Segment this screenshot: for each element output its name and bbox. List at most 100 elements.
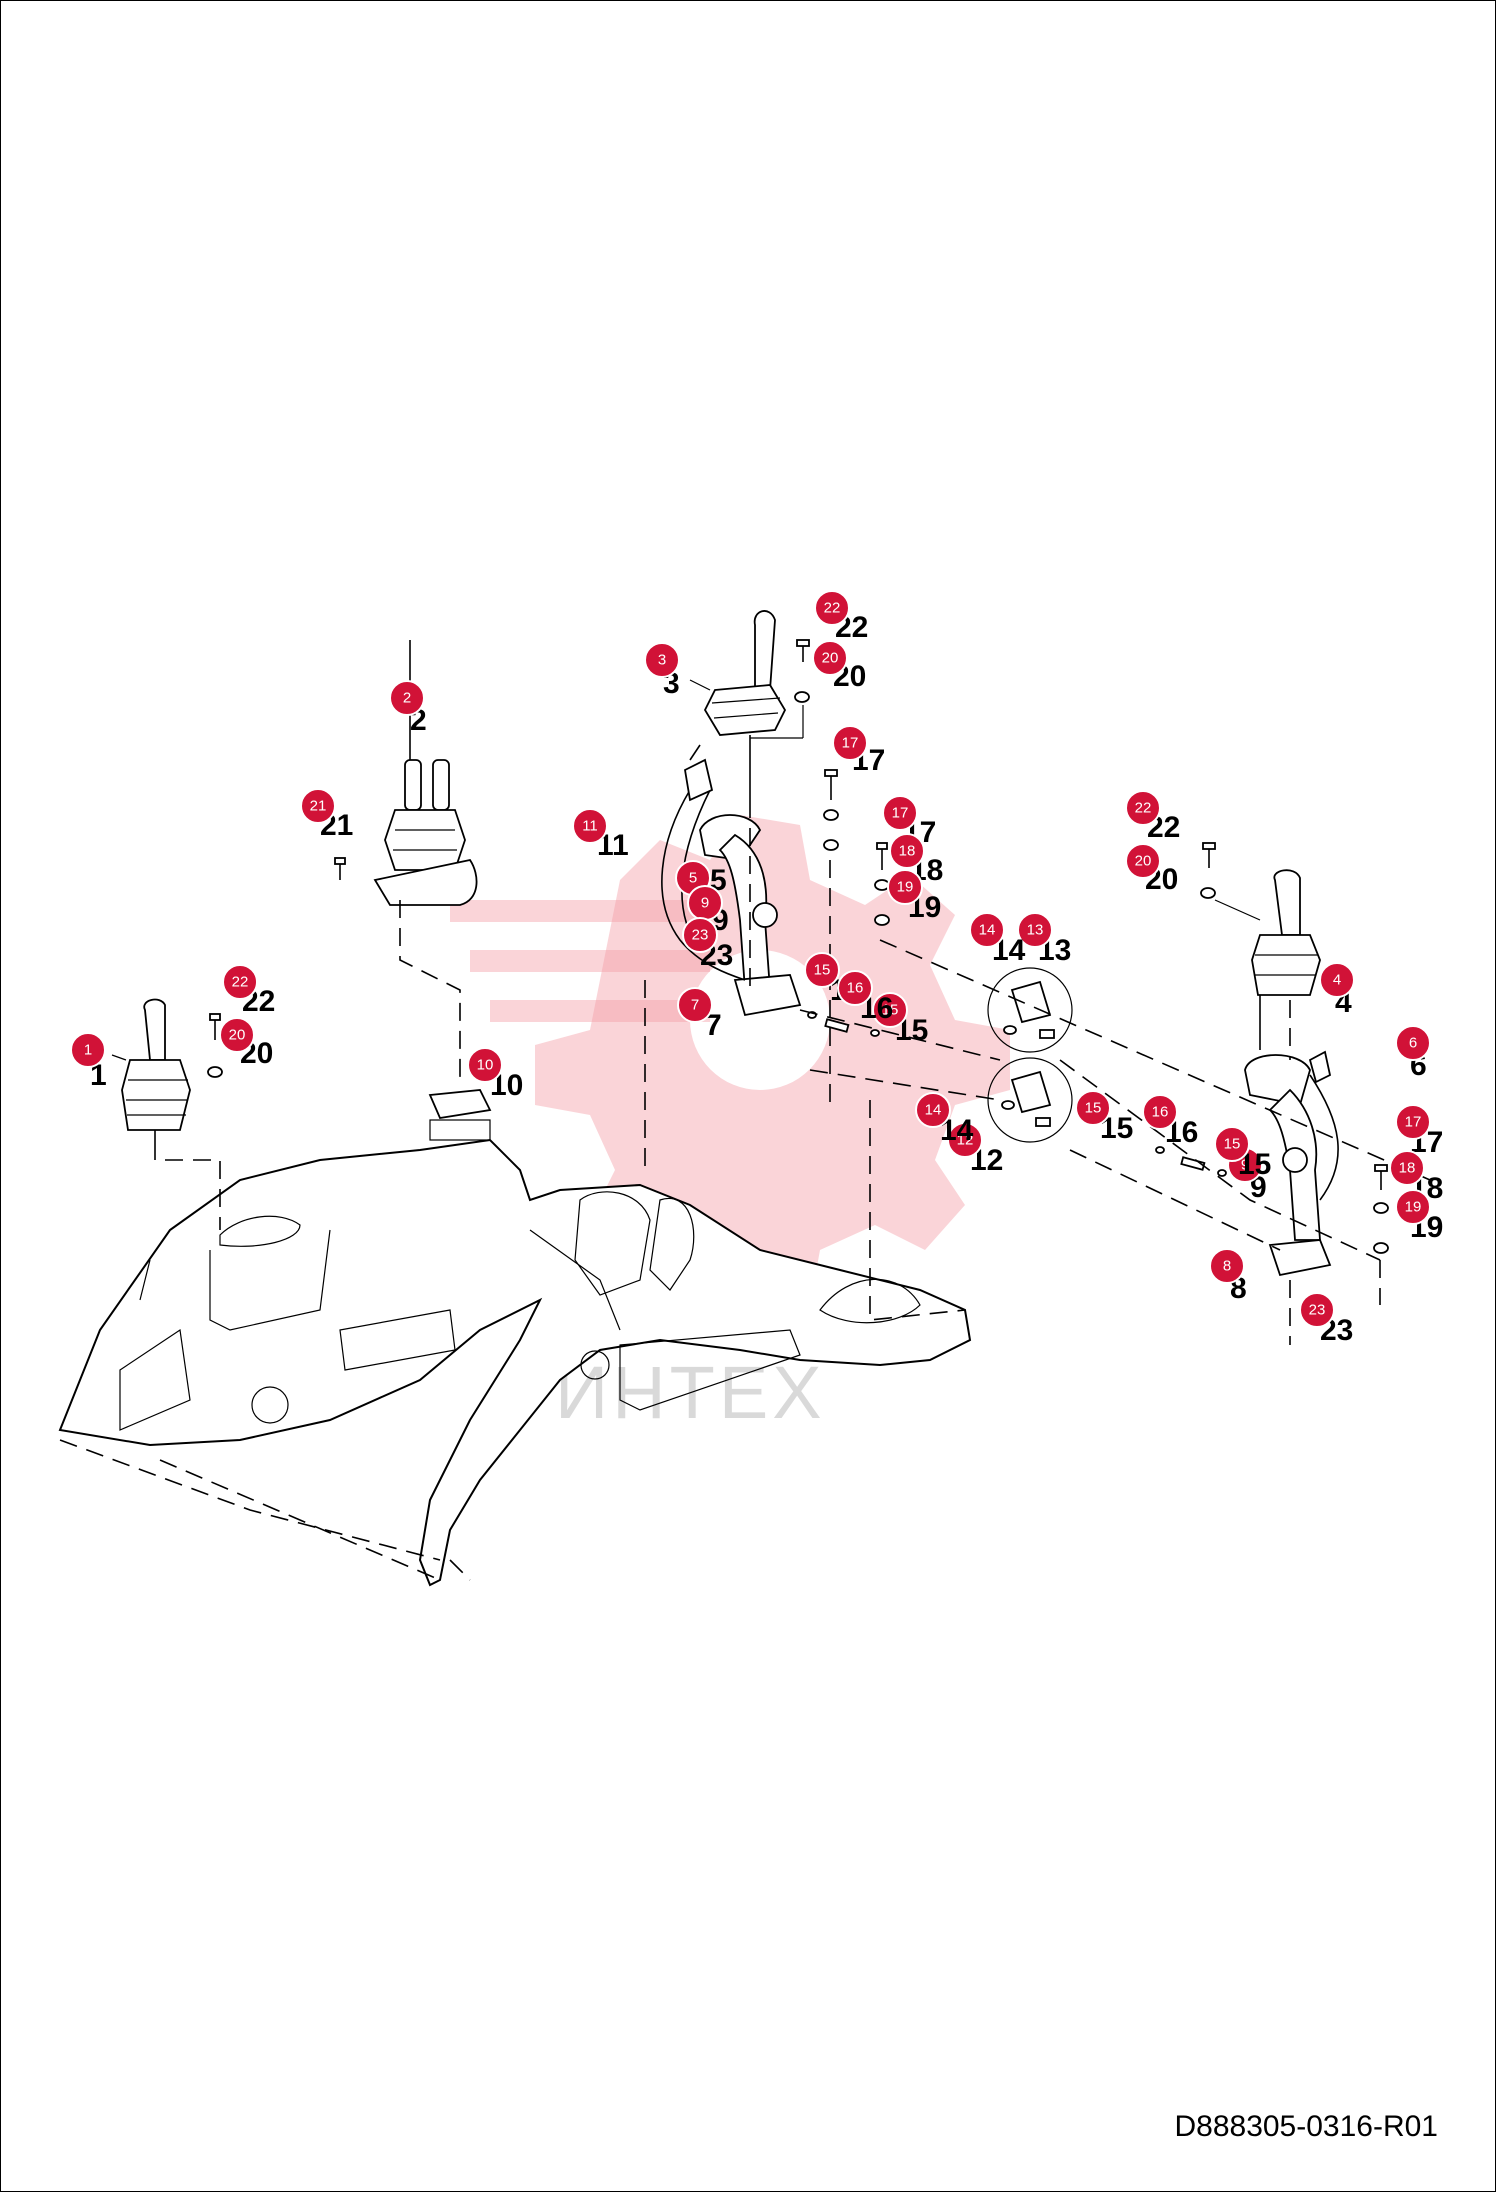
callout-badge-c20a: 20 <box>219 1017 255 1053</box>
bolt-21 <box>334 857 346 880</box>
pin-16-center <box>807 1011 880 1037</box>
svg-text:13: 13 <box>1027 922 1044 939</box>
plate-part-10 <box>428 1089 492 1119</box>
callout-badge-c18b: 18 <box>1389 1150 1425 1186</box>
bolt-22-center <box>796 639 810 662</box>
svg-text:19: 19 <box>897 879 914 896</box>
svg-text:6: 6 <box>1409 1035 1417 1052</box>
svg-text:5: 5 <box>689 870 697 887</box>
svg-text:22: 22 <box>824 600 841 617</box>
svg-text:16: 16 <box>1152 1104 1169 1121</box>
svg-text:15: 15 <box>882 1002 899 1019</box>
joystick-left-part-1 <box>111 998 191 1160</box>
callout-badge-c14a: 14 <box>969 912 1005 948</box>
callout-badge-c17b: 17 <box>882 795 918 831</box>
svg-text:18: 18 <box>899 843 916 860</box>
twin-lever-part-2 <box>373 640 478 906</box>
callout-badge-c16a: 16 <box>837 970 873 1006</box>
joystick-right-part-4 <box>1251 869 1321 1050</box>
callout-badge-c20b: 20 <box>812 640 848 676</box>
svg-text:23: 23 <box>692 927 709 944</box>
watermark-logo <box>450 815 1010 1305</box>
callout-badge-c23b: 23 <box>1299 1292 1335 1328</box>
callout-badge-c15c: 15 <box>1075 1090 1111 1126</box>
svg-text:20: 20 <box>229 1027 246 1044</box>
callout-badge-c17a: 17 <box>832 725 868 761</box>
callout-badge-c22c: 22 <box>1125 790 1161 826</box>
callout-badge-c11: 11 <box>572 808 608 844</box>
callout-badge-c22b: 22 <box>814 590 850 626</box>
callout-badge-c18a: 18 <box>889 833 925 869</box>
callout-badge-c1: 1 <box>70 1032 106 1068</box>
svg-text:17: 17 <box>1405 1114 1422 1131</box>
detail-bracket-12 <box>987 1057 1073 1143</box>
svg-text:20: 20 <box>822 650 839 667</box>
svg-text:17: 17 <box>892 805 909 822</box>
watermark-text: ИНТЕХ <box>555 1351 826 1434</box>
callout-badge-c22a: 22 <box>222 964 258 1000</box>
callout-badge-c14b: 14 <box>915 1092 951 1128</box>
callout-badge-c15d: 15 <box>1214 1126 1250 1162</box>
svg-text:2: 2 <box>403 690 411 707</box>
callout-badge-c7: 7 <box>677 987 713 1023</box>
svg-text:22: 22 <box>1135 800 1152 817</box>
washer-20-right <box>1200 887 1216 899</box>
bolt-17-center <box>823 769 839 851</box>
svg-text:12: 12 <box>957 1132 974 1149</box>
svg-text:15: 15 <box>1085 1100 1102 1117</box>
callout-badge-c12: 12 <box>947 1122 983 1158</box>
callout-badge-c23a: 23 <box>682 917 718 953</box>
svg-text:18: 18 <box>1399 1160 1416 1177</box>
svg-text:4: 4 <box>1333 972 1341 989</box>
callout-badge-c19a: 19 <box>887 869 923 905</box>
pedestal-center-part-5 <box>661 744 802 1017</box>
callout-label-c7: 7 <box>705 1009 722 1042</box>
callout-badge-c16b: 16 <box>1142 1094 1178 1130</box>
washer-20-center <box>794 691 810 703</box>
cab-console <box>58 1119 972 1587</box>
svg-text:7: 7 <box>691 997 699 1014</box>
callout-label-c1: 1 <box>90 1059 107 1092</box>
callout-badge-c3: 3 <box>644 642 680 678</box>
pin-16-right <box>1155 1146 1227 1177</box>
svg-text:15: 15 <box>1224 1136 1241 1153</box>
svg-text:19: 19 <box>1405 1199 1422 1216</box>
callout-badge-c15a: 15 <box>804 952 840 988</box>
svg-text:10: 10 <box>477 1057 494 1074</box>
svg-text:11: 11 <box>582 818 598 835</box>
svg-text:14: 14 <box>979 922 996 939</box>
callout-badge-c8: 8 <box>1209 1248 1245 1284</box>
joystick-center-part-3 <box>689 610 787 800</box>
detail-bracket-13 <box>987 967 1073 1053</box>
svg-text:8: 8 <box>1223 1258 1231 1275</box>
callout-badge-c20c: 20 <box>1125 843 1161 879</box>
svg-text:17: 17 <box>842 735 859 752</box>
callout-badge-c10: 10 <box>467 1047 503 1083</box>
washer-20-left <box>207 1066 223 1078</box>
svg-text:3: 3 <box>658 652 666 669</box>
callout-badge-c19b: 19 <box>1395 1189 1431 1225</box>
pedestal-right-part-6 <box>1244 1050 1339 1277</box>
callout-badge-c21: 21 <box>300 788 336 824</box>
svg-text:15: 15 <box>814 962 831 979</box>
svg-text:9: 9 <box>701 895 709 912</box>
callout-badge-c9a: 9 <box>687 885 723 921</box>
bolt-17-right <box>1373 1164 1389 1254</box>
bolt-22-left <box>209 1013 221 1040</box>
svg-text:20: 20 <box>1135 853 1152 870</box>
callout-badge-c15b: 15 <box>872 992 908 1028</box>
callout-badge-c6: 6 <box>1395 1025 1431 1061</box>
svg-text:14: 14 <box>925 1102 942 1119</box>
callout-badge-c4: 4 <box>1319 962 1355 998</box>
callout-badge-c17c: 17 <box>1395 1104 1431 1140</box>
assembly-lines <box>59 800 1431 1581</box>
bolt-22-right <box>1202 842 1216 868</box>
callout-badge-c2: 2 <box>389 680 425 716</box>
callout-badge-c13: 13 <box>1017 912 1053 948</box>
svg-text:1: 1 <box>84 1042 92 1059</box>
svg-text:23: 23 <box>1309 1302 1326 1319</box>
svg-text:22: 22 <box>232 974 249 991</box>
